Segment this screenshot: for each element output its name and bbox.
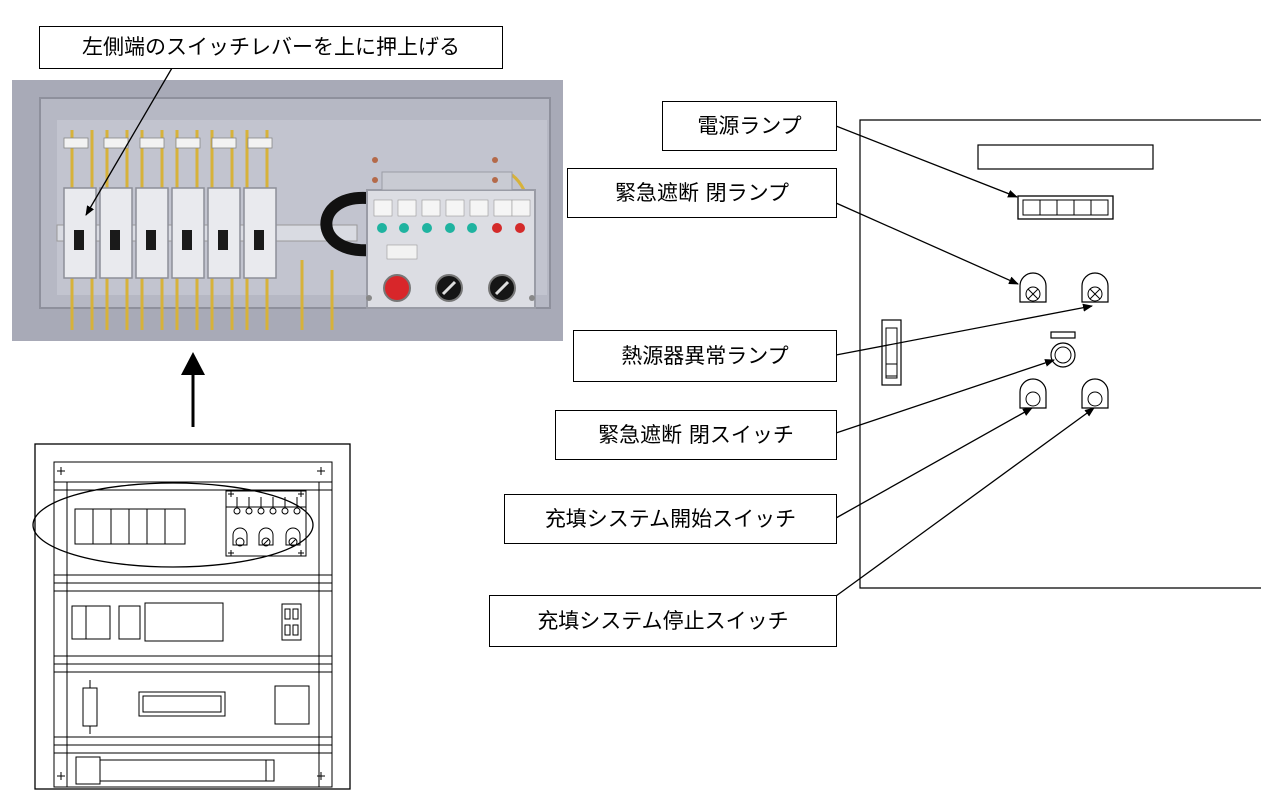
panel-photo xyxy=(12,80,563,341)
up-arrow-head xyxy=(181,352,205,375)
filling-stop-switch-arrow xyxy=(835,407,1095,597)
filling-start-switch-label: 充填システム開始スイッチ xyxy=(504,494,837,544)
power-lamp-label: 電源ランプ xyxy=(662,101,837,151)
power-lamp-arrow xyxy=(835,125,1018,198)
emergency-close-lamp-label: 緊急遮断 閉ランプ xyxy=(567,168,837,218)
heat-source-error-lamp-arrow xyxy=(835,303,1093,356)
control-panel-door xyxy=(859,119,1261,589)
filling-stop-switch-label: 充填システム停止スイッチ xyxy=(489,595,837,647)
emergency-close-lamp-arrow xyxy=(835,202,1019,285)
cabinet-drawing xyxy=(32,443,351,790)
filling-start-switch-arrow xyxy=(835,407,1033,519)
cabinet-corner-marks xyxy=(57,467,325,780)
heat-source-error-lamp-label: 熱源器異常ランプ xyxy=(573,330,837,382)
breaker-instruction-label: 左側端のスイッチレバーを上に押上げる xyxy=(39,26,503,69)
breaker-leader-arrow xyxy=(85,67,173,216)
emergency-close-switch-label: 緊急遮断 閉スイッチ xyxy=(555,410,837,460)
emergency-close-switch-arrow xyxy=(835,359,1055,434)
